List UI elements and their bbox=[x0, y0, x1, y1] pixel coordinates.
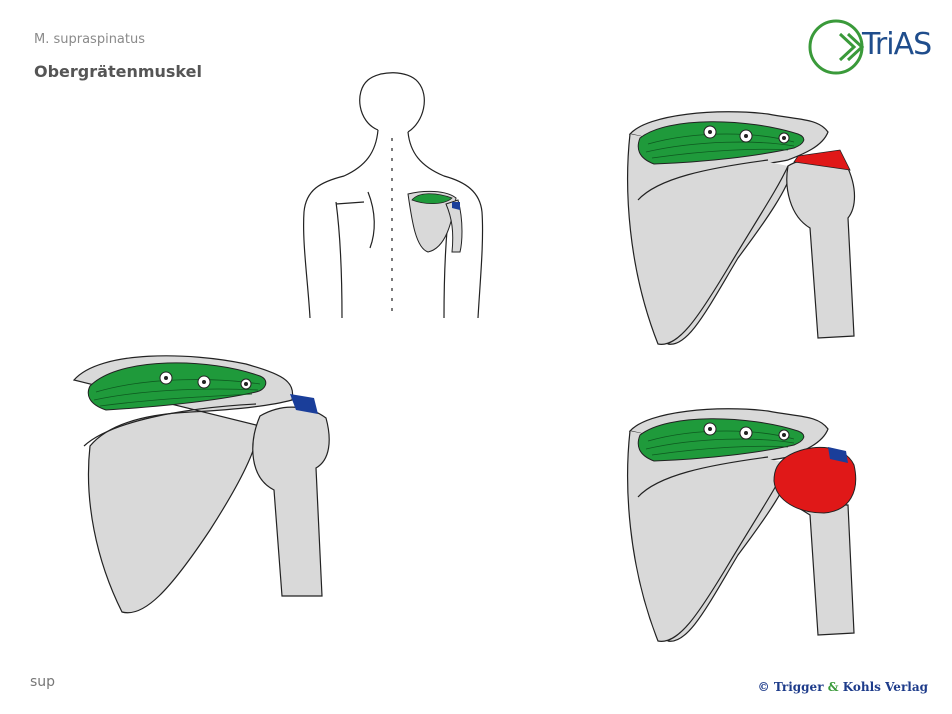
page-title: Obergrätenmuskel bbox=[34, 62, 202, 81]
shoulder-view-muscle-tendon bbox=[72, 355, 330, 614]
tendon bbox=[290, 394, 318, 414]
muscle-latin-name: M. supraspinatus bbox=[34, 32, 146, 47]
copyright-notice: © Trigger & Kohls Verlag bbox=[758, 680, 928, 694]
trigger-point-markers bbox=[703, 422, 790, 441]
logo-text: TriAS bbox=[862, 27, 932, 62]
trias-logo bbox=[806, 18, 940, 76]
copyright-suffix: Kohls Verlag bbox=[838, 680, 928, 694]
muscle-code: sup bbox=[30, 674, 56, 690]
copyright-prefix: © Trigger bbox=[757, 680, 828, 694]
trigger-point-markers bbox=[159, 371, 252, 390]
shoulder-view-humeral-head-pain bbox=[627, 408, 857, 642]
copyright-ampersand: & bbox=[827, 680, 839, 694]
tendon bbox=[828, 447, 848, 463]
pain-zone bbox=[793, 149, 851, 171]
trias-chevron-logo-icon bbox=[808, 19, 865, 75]
trigger-point-markers bbox=[703, 125, 790, 144]
shoulder-view-acromion-pain bbox=[627, 111, 856, 345]
back-figure bbox=[303, 72, 484, 319]
